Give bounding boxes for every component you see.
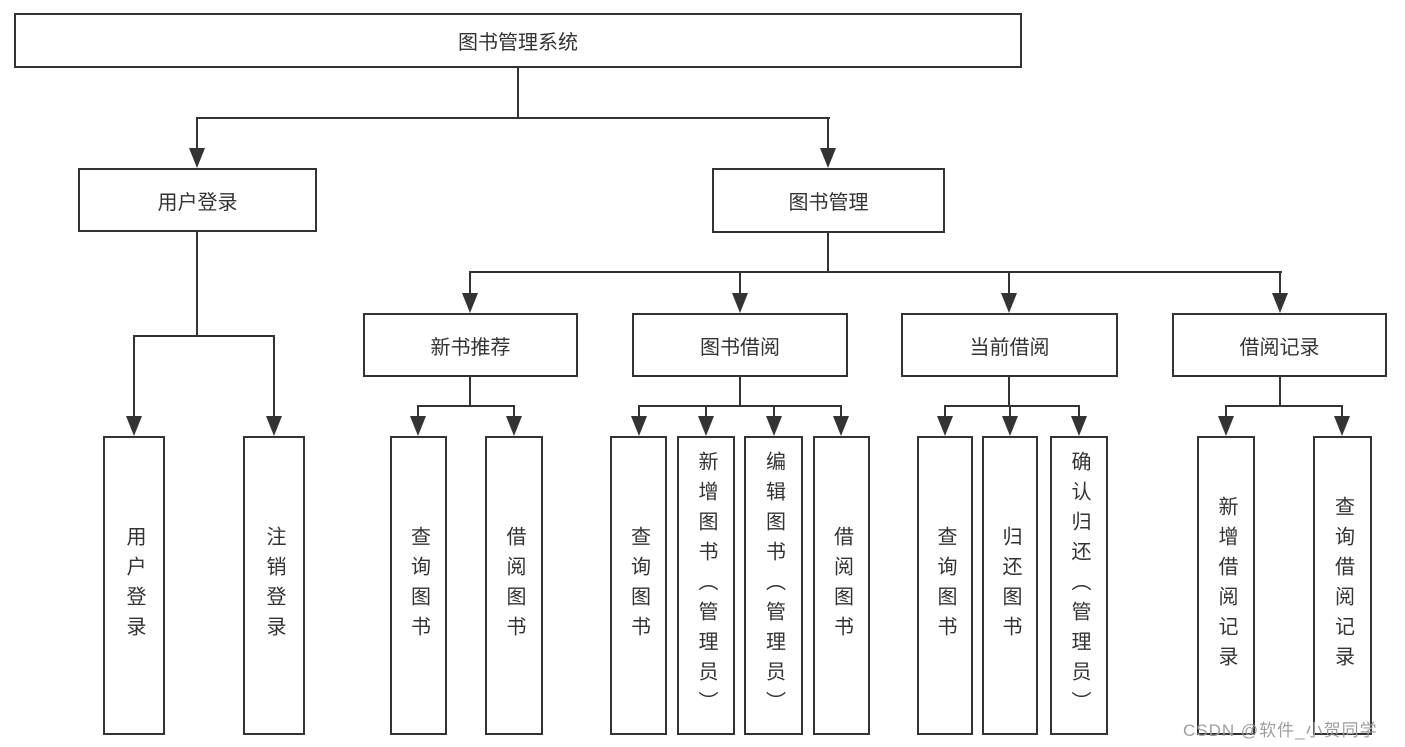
- leaf-add-book-admin: 新增图书（管理员）: [677, 436, 735, 735]
- arrow-down-icon: [1218, 416, 1234, 436]
- node-label: 新书推荐: [430, 336, 511, 359]
- node-label: 图书管理系统: [458, 32, 578, 54]
- node-label: 当前借阅: [969, 336, 1050, 359]
- leaf-query-books-recommend: 查询图书: [390, 436, 447, 735]
- node-book-management: 图书管理: [712, 168, 945, 233]
- connector-drop: [417, 405, 419, 417]
- arrow-down-icon: [732, 293, 748, 313]
- leaf-edit-book-admin: 编辑图书（管理员）: [744, 436, 803, 735]
- node-book-borrowing: 图书借阅: [632, 313, 848, 377]
- connector-drop: [1078, 405, 1080, 417]
- arrow-down-icon: [937, 416, 953, 436]
- leaf-borrow-books-recommend: 借阅图书: [485, 436, 543, 735]
- connector-drop-book-management: [827, 117, 829, 148]
- connector-book-management-stem: [827, 233, 829, 273]
- connector-book-borrow-rail: [638, 405, 842, 407]
- arrow-down-icon: [189, 148, 205, 168]
- leaf-borrow-books-borrowing: 借阅图书: [813, 436, 870, 735]
- node-new-book-recommendation: 新书推荐: [363, 313, 578, 377]
- node-label: 用户登录: [123, 525, 145, 646]
- connector-current-borrow-rail: [944, 405, 1080, 407]
- connector-borrow-records-rail: [1225, 405, 1343, 407]
- connector-drop-current-borrow: [1008, 271, 1010, 295]
- node-label: 借阅图书: [830, 525, 853, 646]
- node-label: 查询图书: [407, 525, 430, 646]
- arrow-down-icon: [506, 416, 522, 436]
- connector-new-book-rail: [417, 405, 515, 407]
- arrow-down-icon: [1002, 416, 1018, 436]
- arrow-down-icon: [833, 416, 849, 436]
- connector-user-login-stem: [196, 232, 198, 337]
- leaf-query-books-borrowing: 查询图书: [610, 436, 667, 735]
- arrow-down-icon: [698, 416, 714, 436]
- connector-drop: [1341, 405, 1343, 417]
- arrow-down-icon: [1272, 293, 1288, 313]
- node-label: 用户登录: [157, 191, 238, 214]
- connector-drop-book-borrow: [739, 271, 741, 295]
- leaf-confirm-return-admin: 确认归还（管理员）: [1050, 436, 1108, 735]
- connector-drop: [1009, 405, 1011, 417]
- connector-drop: [638, 405, 640, 417]
- node-label: 编辑图书（管理员）: [762, 450, 785, 721]
- node-label: 图书借阅: [700, 336, 780, 359]
- leaf-query-borrow-record: 查询借阅记录: [1313, 436, 1372, 735]
- connector-drop: [705, 405, 707, 417]
- connector-drop-new-book: [469, 271, 471, 295]
- arrow-down-icon: [462, 293, 478, 313]
- leaf-logout: 注销登录: [243, 436, 305, 735]
- node-label: 查询借阅记录: [1331, 495, 1354, 676]
- arrow-down-icon: [1001, 293, 1017, 313]
- arrow-down-icon: [766, 416, 782, 436]
- arrow-down-icon: [266, 416, 282, 436]
- leaf-return-books: 归还图书: [982, 436, 1038, 735]
- arrow-down-icon: [1334, 416, 1350, 436]
- leaf-add-borrow-record: 新增借阅记录: [1197, 436, 1255, 735]
- arrow-down-icon: [820, 148, 836, 168]
- node-user-login: 用户登录: [78, 168, 317, 232]
- node-label: 图书管理: [788, 192, 869, 214]
- connector-root-rail: [196, 117, 830, 119]
- connector-book-borrow-stem: [739, 377, 741, 407]
- node-label: 借阅记录: [1239, 336, 1320, 359]
- connector-drop-user-login: [196, 117, 198, 148]
- connector-borrow-records-stem: [1279, 377, 1281, 407]
- csdn-watermark: CSDN @软件_小贺同学: [1183, 721, 1378, 740]
- connector-drop: [1225, 405, 1227, 417]
- connector-drop-borrow-records: [1279, 271, 1281, 295]
- connector-drop: [840, 405, 842, 417]
- arrow-down-icon: [126, 416, 142, 436]
- connector-root-stem: [517, 68, 519, 118]
- connector-drop-leaf-logout: [273, 335, 275, 416]
- arrow-down-icon: [410, 416, 426, 436]
- arrow-down-icon: [1071, 416, 1087, 436]
- node-label: 确认归还（管理员）: [1068, 450, 1090, 721]
- connector-drop-leaf-user-login: [133, 335, 135, 416]
- connector-current-borrow-stem: [1008, 377, 1010, 407]
- connector-new-book-stem: [469, 377, 471, 407]
- node-label: 新增借阅记录: [1215, 495, 1237, 676]
- node-label: 借阅图书: [503, 525, 525, 646]
- node-label: 查询图书: [627, 525, 650, 646]
- connector-drop: [773, 405, 775, 417]
- node-label: 新增图书（管理员）: [695, 450, 717, 721]
- arrow-down-icon: [631, 416, 647, 436]
- node-label: 归还图书: [999, 525, 1021, 646]
- node-library-management-system: 图书管理系统: [14, 13, 1022, 68]
- leaf-user-login: 用户登录: [103, 436, 165, 735]
- connector-user-login-rail: [133, 335, 275, 337]
- connector-book-management-rail: [469, 271, 1282, 273]
- node-label: 查询图书: [934, 525, 956, 646]
- node-label: 注销登录: [263, 525, 285, 646]
- leaf-query-books-current: 查询图书: [917, 436, 973, 735]
- connector-drop: [513, 405, 515, 417]
- node-borrowing-records: 借阅记录: [1172, 313, 1387, 377]
- node-current-borrowing: 当前借阅: [901, 313, 1118, 377]
- connector-drop: [944, 405, 946, 417]
